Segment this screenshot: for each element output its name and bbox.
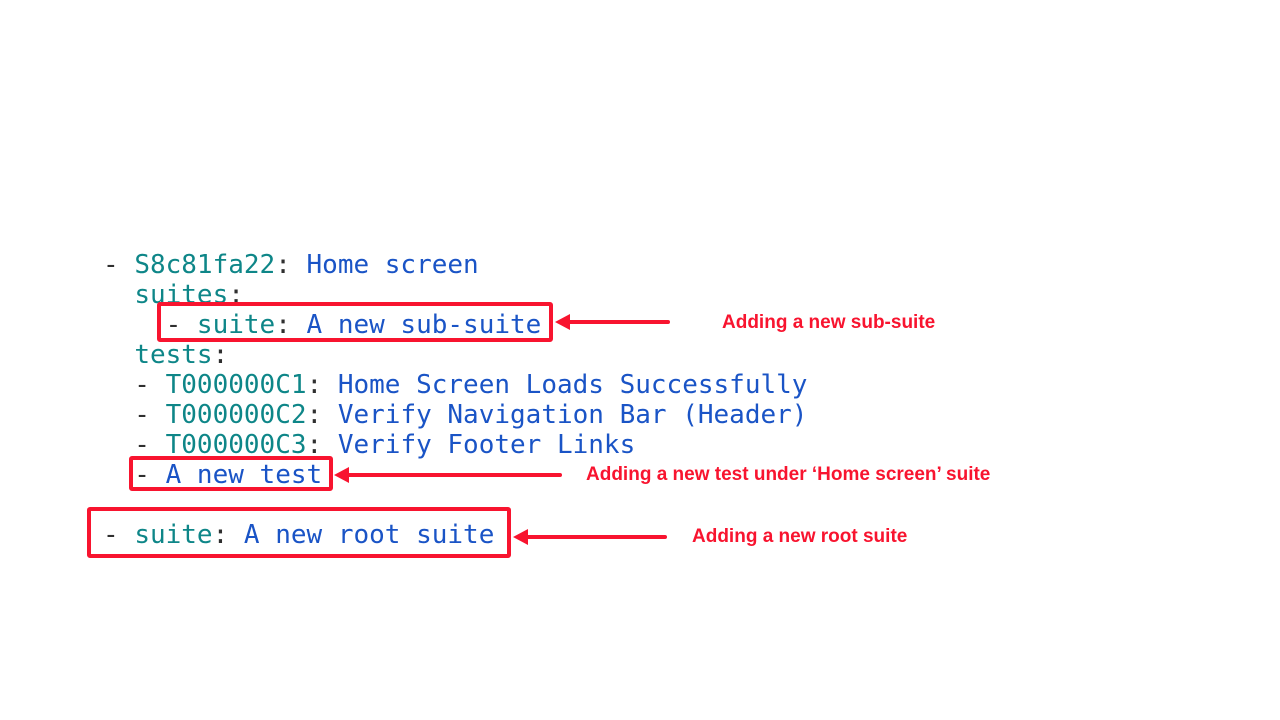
code-token-value: Home Screen Loads Successfully [337, 370, 808, 400]
code-token-punct: : [306, 370, 338, 400]
code-token-punct: : [275, 250, 307, 280]
code-line: - A new test [103, 460, 807, 490]
annotation-arrow-root-suite [513, 528, 667, 546]
yaml-code-block: - S8c81fa22: Home screen suites: - suite… [103, 250, 807, 550]
code-token-punct: : [212, 520, 244, 550]
code-token-value: A new root suite [243, 520, 495, 550]
code-line: tests: [103, 340, 807, 370]
code-token-value: A new sub-suite [306, 310, 542, 340]
code-token-punct [103, 280, 134, 310]
code-token-punct: - [103, 310, 197, 340]
annotation-arrow-new-test [334, 466, 562, 484]
code-token-key: T000000C2 [165, 400, 307, 430]
code-token-punct: - [103, 250, 135, 280]
code-token-key: T000000C3 [165, 430, 307, 460]
annotation-label-sub-suite: Adding a new sub-suite [722, 312, 936, 333]
code-token-punct: : [306, 430, 338, 460]
code-token-key: suite [134, 520, 213, 550]
code-token-key: suite [196, 310, 276, 340]
arrow-head-left-icon [513, 529, 528, 545]
code-token-punct: : [212, 340, 229, 370]
code-token-punct: - [103, 370, 166, 400]
code-token-punct: - [103, 400, 166, 430]
annotation-label-new-test: Adding a new test under ‘Home screen’ su… [586, 464, 991, 485]
code-token-punct: - [103, 460, 166, 490]
highlight-box-new-test [129, 456, 333, 491]
code-token-punct: : [275, 310, 307, 340]
code-token-value: Verify Footer Links [337, 430, 636, 460]
code-token-key: tests [134, 340, 213, 370]
code-line: - S8c81fa22: Home screen [103, 250, 807, 280]
code-token-key: T000000C1 [165, 370, 307, 400]
code-token-punct: : [306, 400, 338, 430]
code-token-punct: - [103, 520, 135, 550]
code-line: - suite: A new sub-suite [103, 310, 807, 340]
code-line: - T000000C1: Home Screen Loads Successfu… [103, 370, 807, 400]
highlight-box-new-root-suite [87, 507, 511, 558]
code-token-value: Verify Navigation Bar (Header) [337, 400, 808, 430]
arrow-shaft [568, 320, 670, 324]
code-token-value: Home screen [306, 250, 479, 280]
arrow-shaft [526, 535, 667, 539]
code-token-punct: - [103, 430, 166, 460]
code-token-key: S8c81fa22 [134, 250, 276, 280]
code-token-punct [103, 340, 134, 370]
arrow-shaft [347, 473, 562, 477]
code-line: - T000000C3: Verify Footer Links [103, 430, 807, 460]
arrow-head-left-icon [334, 467, 349, 483]
arrow-head-left-icon [555, 314, 570, 330]
annotation-arrow-sub-suite [555, 313, 670, 331]
highlight-box-new-sub-suite [157, 302, 553, 342]
annotation-label-root-suite: Adding a new root suite [692, 526, 908, 547]
code-token-value: A new test [165, 460, 323, 490]
code-line: - suite: A new root suite [103, 520, 807, 550]
code-line: - T000000C2: Verify Navigation Bar (Head… [103, 400, 807, 430]
